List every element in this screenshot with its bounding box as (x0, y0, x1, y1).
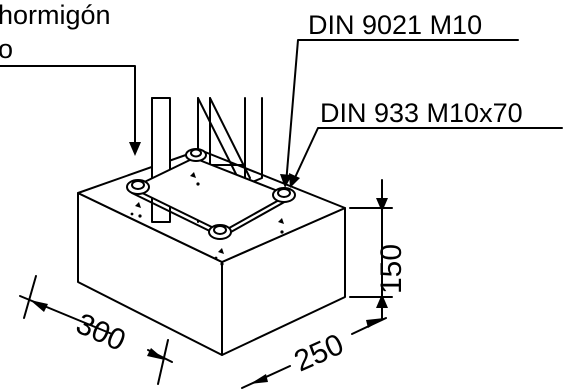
bolt-spec-label: DIN 933 M10x70 (320, 98, 523, 128)
concrete-hatch-marks (130, 172, 284, 266)
concrete-note-line1: hormigón (0, 0, 111, 30)
bolt-front (208, 224, 232, 240)
dimension-width-value: 250 (289, 328, 348, 379)
bolt-front-left (126, 179, 150, 195)
bolt-right (272, 187, 296, 203)
nut-spec-label: DIN 9021 M10 (308, 10, 482, 40)
leader-lines (0, 39, 563, 188)
dimension-lines (19, 179, 393, 389)
dimension-length-value: 300 (71, 307, 130, 358)
bolt-back (185, 148, 207, 162)
concrete-note-line2: o (0, 34, 13, 64)
dimension-height-value: 150 (375, 244, 408, 294)
